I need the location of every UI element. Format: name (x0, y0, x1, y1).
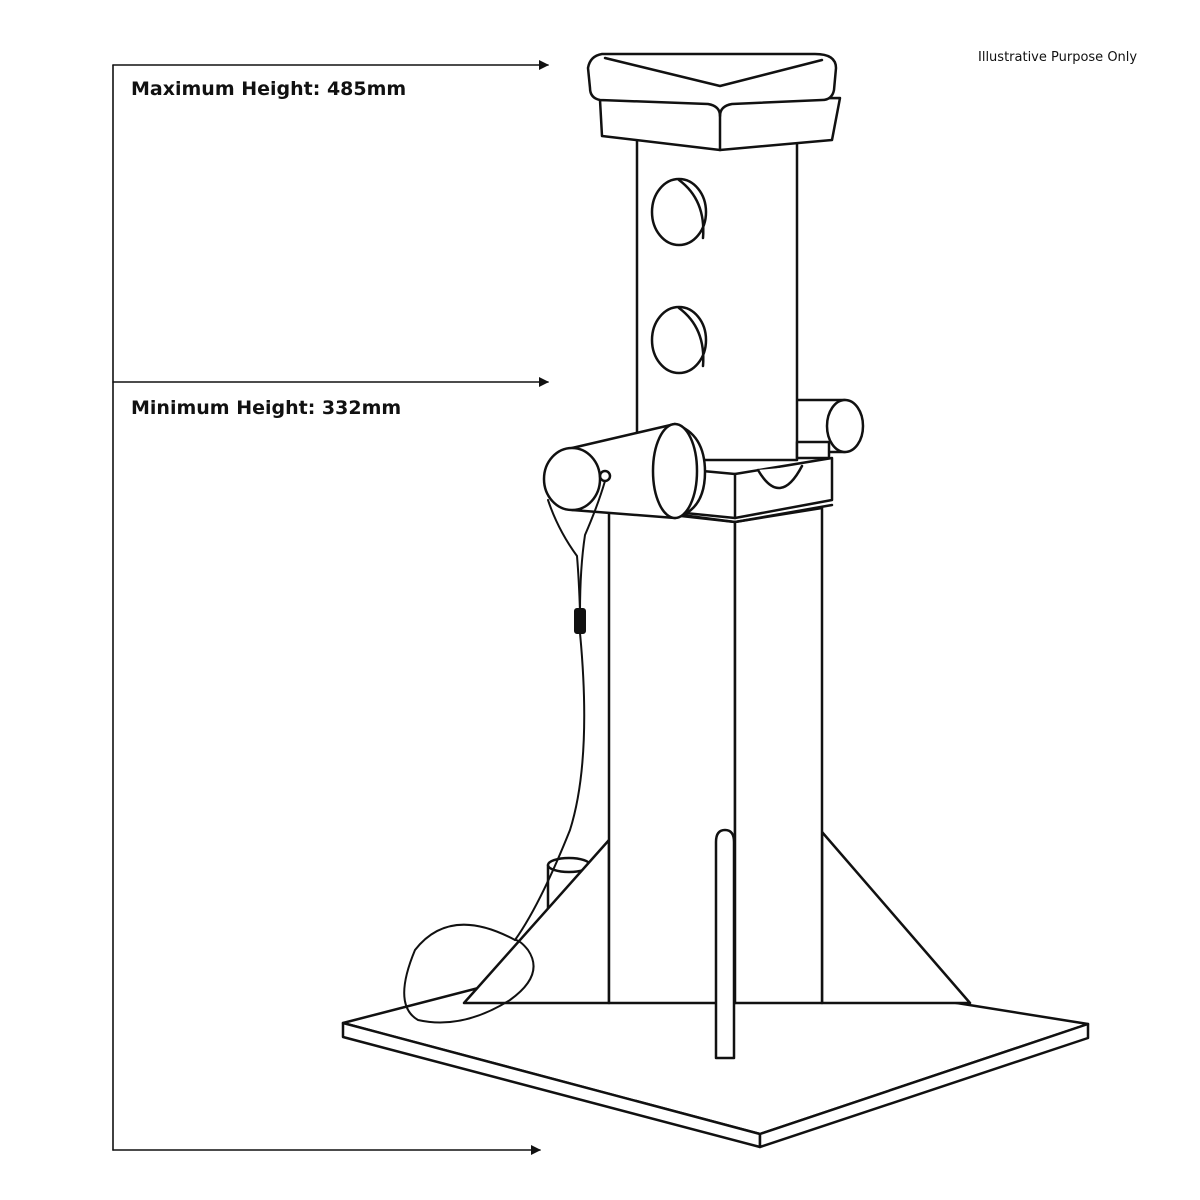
maximum-height-label: Maximum Height: 485mm (131, 78, 407, 100)
adjustment-hole-lower (650, 305, 708, 375)
pin-end-cap (542, 446, 602, 512)
post-bracket (795, 440, 831, 460)
retaining-cable (403, 480, 606, 1024)
right-gusset (820, 830, 972, 1005)
adjustment-holes (650, 177, 708, 375)
dimension-lines (112, 60, 549, 1155)
collar-notch (756, 464, 804, 490)
illustrative-note: Illustrative Purpose Only (978, 50, 1138, 65)
minimum-height-label: Minimum Height: 332mm (131, 397, 402, 419)
front-rib (714, 828, 736, 1060)
front-locking-pin (542, 422, 707, 520)
cable-crimp (574, 608, 586, 634)
saddle-head (586, 52, 842, 152)
adjustment-hole-upper (650, 177, 708, 247)
left-gusset (462, 838, 611, 1005)
